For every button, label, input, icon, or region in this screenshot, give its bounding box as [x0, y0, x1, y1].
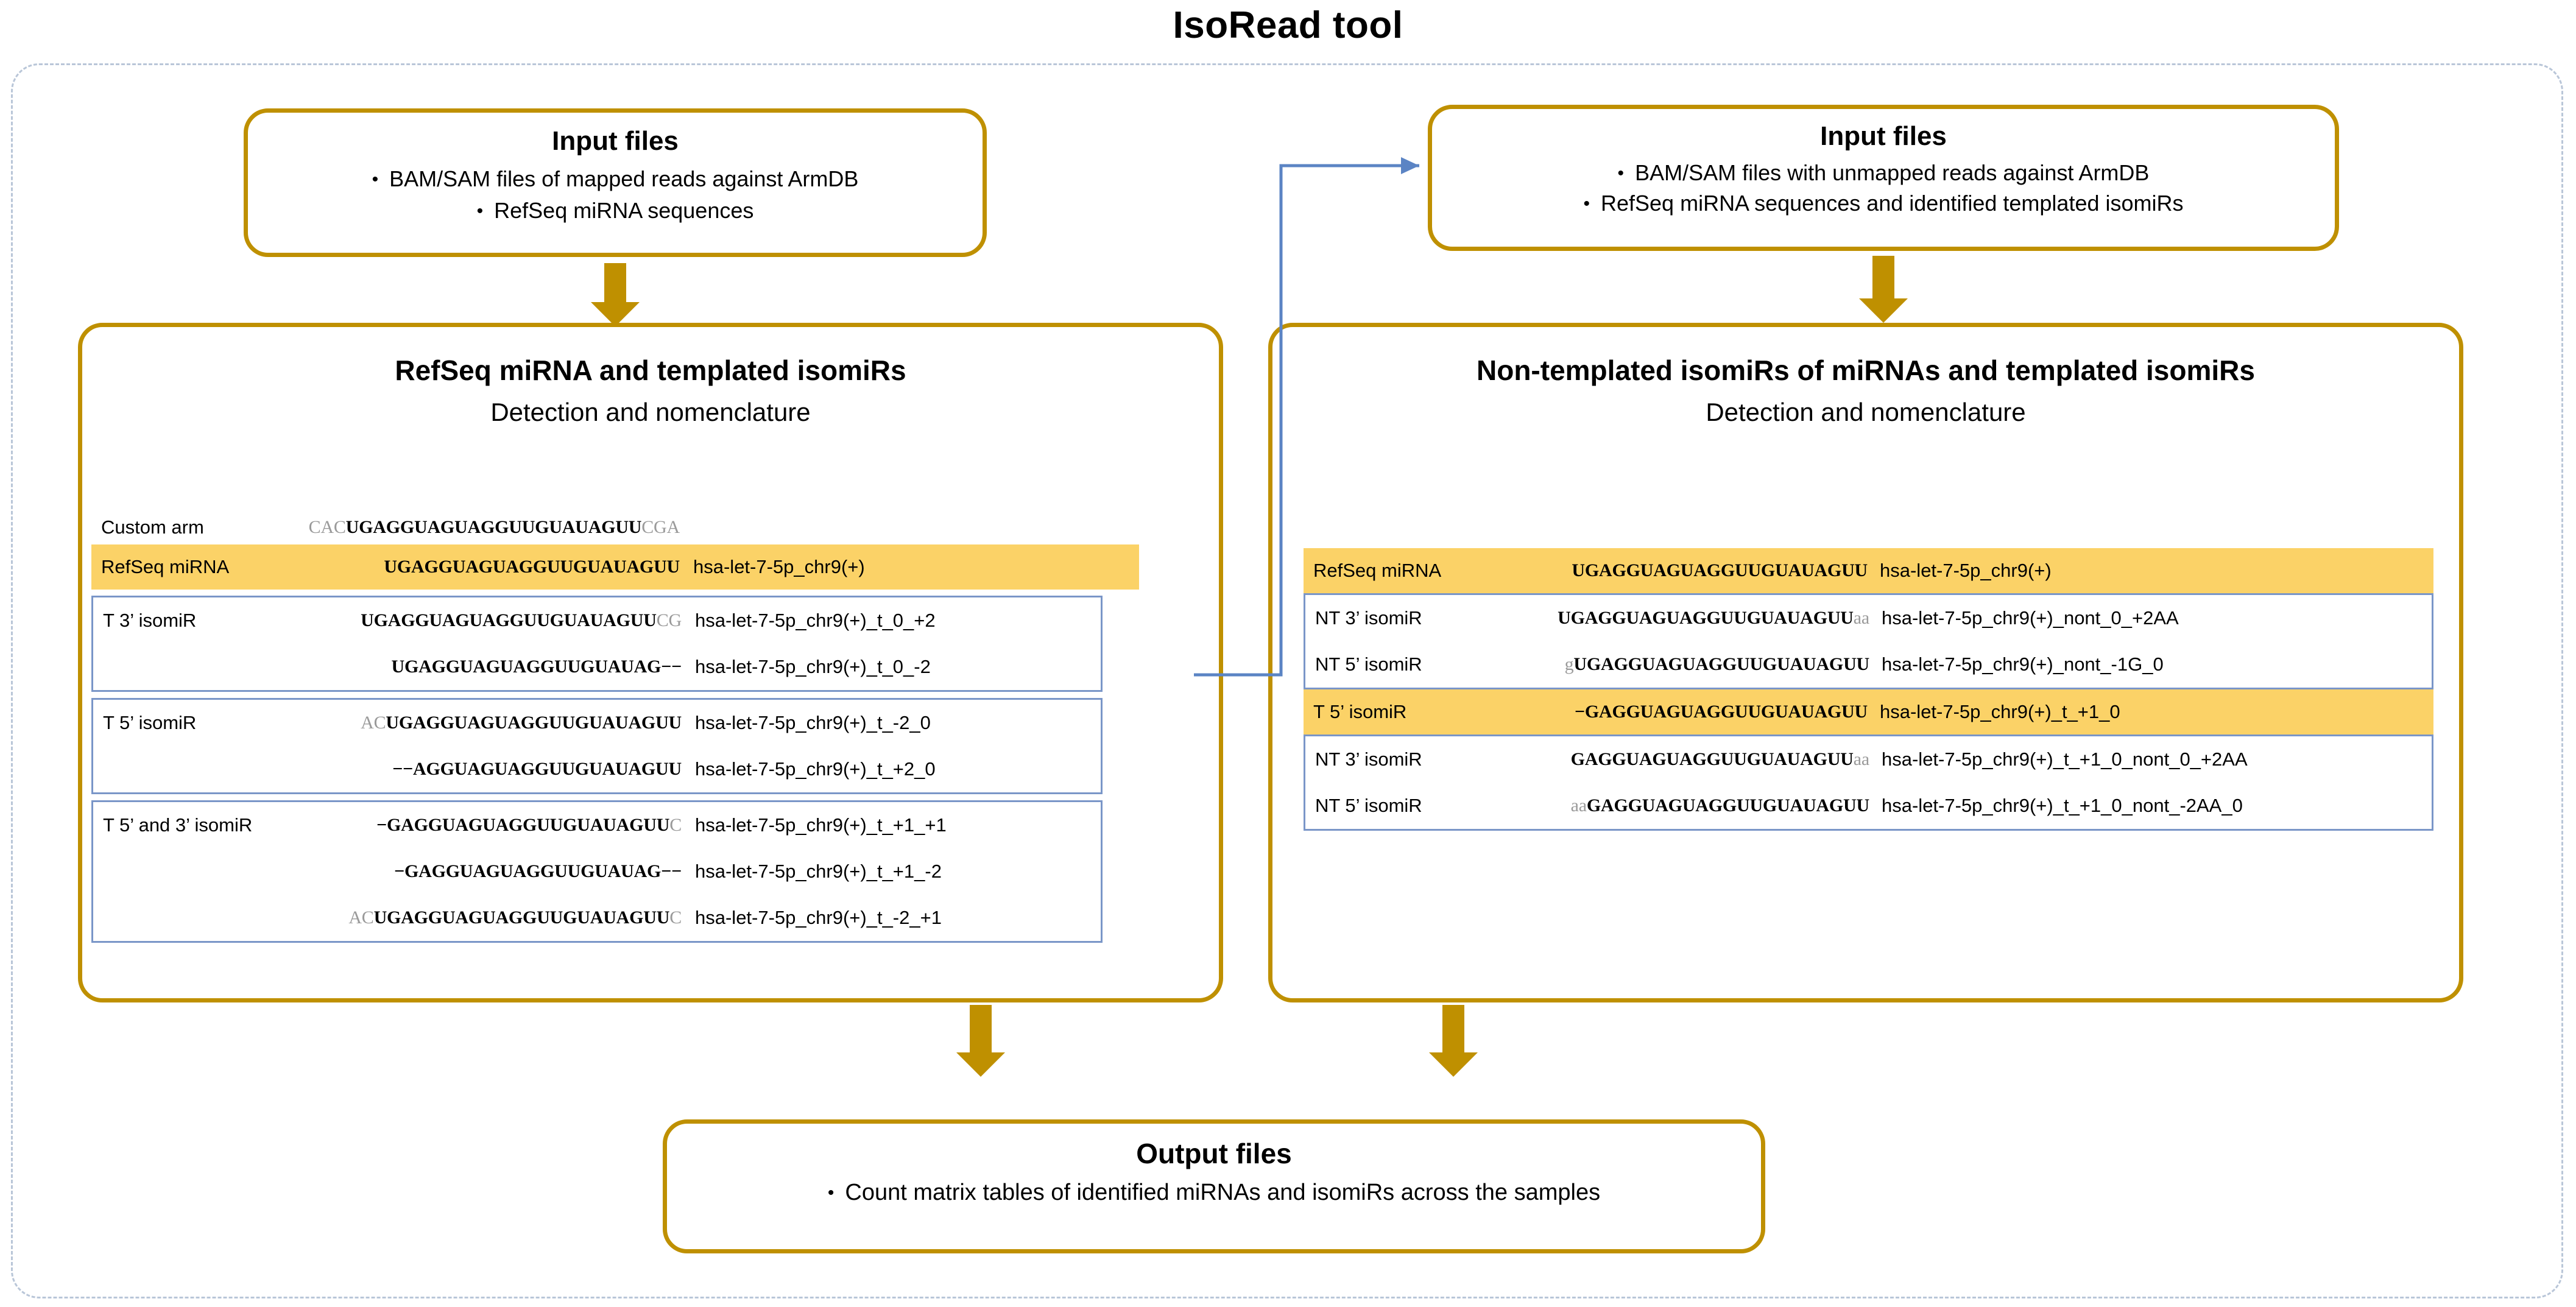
table-row: NT 5’ isomiR aaGAGGUAGUAGGUUGUAUAGUU hsa-l… — [1305, 783, 2432, 829]
row-label: NT 3’ isomiR — [1315, 607, 1422, 629]
row-label: Custom arm — [101, 516, 204, 538]
row-name: hsa-let-7-5p_chr9(+)_t_+1_+1 — [695, 814, 947, 836]
nontemplated-isomir-table: RefSeq miRNA UGAGGUAGUAGGUUGUAUAGUU hsa-le… — [1304, 548, 2461, 831]
table-row-highlight: T 5’ isomiR −GAGGUAGUAGGUUGUAUAGUU hsa-let… — [1304, 689, 2433, 735]
row-name: hsa-let-7-5p_chr9(+)_t_0_+2 — [695, 610, 936, 631]
input-files-box-left: Input files • BAM/SAM files of mapped re… — [244, 108, 987, 257]
arrow-input-right-to-panel-right — [1859, 256, 1908, 323]
row-name: hsa-let-7-5p_chr9(+)_t_-2_+1 — [695, 907, 942, 928]
input-left-bullet-2: • RefSeq miRNA sequences — [248, 198, 983, 224]
output-files-box: Output files • Count matrix tables of id… — [663, 1119, 1765, 1253]
row-sequence: ACUGAGGUAGUAGGUUGUAUAGUU — [361, 713, 682, 733]
input-left-bullet-1: • BAM/SAM files of mapped reads against … — [248, 166, 983, 192]
row-sequence: ACUGAGGUAGUAGGUUGUAUAGUUC — [348, 907, 682, 928]
table-row: UGAGGUAGUAGGUUGUAUAG−− hsa-let-7-5p_chr9(… — [93, 644, 1101, 690]
arrow-panel-left-to-output — [956, 1005, 1005, 1078]
table-row-highlight: RefSeq miRNA UGAGGUAGUAGGUUGUAUAGUU hsa-le… — [1304, 548, 2433, 593]
output-bullet-1: • Count matrix tables of identified miRN… — [667, 1180, 1761, 1206]
table-row-refseq: RefSeq miRNA UGAGGUAGUAGGUUGUAUAGUU hsa-le… — [91, 544, 1139, 590]
input-right-bullet-1-text: BAM/SAM files with unmapped reads agains… — [1635, 160, 2150, 185]
row-sequence: −−AGGUAGUAGGUUGUAUAGUU — [392, 759, 682, 779]
row-sequence: UGAGGUAGUAGGUUGUAUAGUUaa — [1558, 608, 1869, 628]
row-sequence: UGAGGUAGUAGGUUGUAUAGUU — [1572, 560, 1868, 580]
table-row: T 5’ and 3’ isomiR −GAGGUAGUAGGUUGUAUAGUU… — [93, 802, 1101, 848]
row-name: hsa-let-7-5p_chr9(+)_t_+1_0_nont_0_+2AA — [1882, 749, 2248, 770]
row-sequence: UGAGGUAGUAGGUUGUAUAG−− — [391, 657, 682, 677]
panel-left-subheading: Detection and nomenclature — [490, 398, 811, 426]
row-label: T 5’ and 3’ isomiR — [103, 814, 253, 836]
table-row: NT 5’ isomiR gUGAGGUAGUAGGUUGUAUAGUU hsa-l… — [1305, 641, 2432, 688]
input-left-heading: Input files — [552, 126, 679, 156]
isomir-group: T 5’ isomiR ACUGAGGUAGUAGGUUGUAUAGUU hsa-l… — [91, 698, 1103, 794]
row-name: hsa-let-7-5p_chr9(+) — [1880, 560, 2052, 581]
isomir-group: T 5’ and 3’ isomiR −GAGGUAGUAGGUUGUAUAGUU… — [91, 800, 1103, 943]
arrow-input-left-to-panel-left — [591, 263, 640, 326]
panel-left-heading: RefSeq miRNA and templated isomiRs — [395, 354, 906, 386]
row-label: T 5’ isomiR — [103, 712, 197, 733]
row-label: RefSeq miRNA — [101, 556, 230, 577]
row-sequence: aaGAGGUAGUAGGUUGUAUAGUU — [1570, 795, 1870, 816]
row-sequence: gUGAGGUAGUAGGUUGUAUAGUU — [1564, 654, 1870, 674]
page-title: IsoRead tool — [1173, 4, 1403, 46]
row-name: hsa-let-7-5p_chr9(+)_t_+1_0_nont_-2AA_0 — [1882, 795, 2243, 816]
row-sequence: −GAGGUAGUAGGUUGUAUAGUUC — [376, 815, 682, 835]
row-sequence: −GAGGUAGUAGGUUGUAUAGUU — [1574, 702, 1868, 722]
row-name: hsa-let-7-5p_chr9(+)_t_+1_0 — [1880, 701, 2120, 722]
arrow-panel-right-to-output — [1429, 1005, 1478, 1078]
panel-right-subheading: Detection and nomenclature — [1706, 398, 2026, 426]
row-sequence: −GAGGUAGUAGGUUGUAUAG−− — [394, 861, 682, 881]
input-files-box-right: Input files • BAM/SAM files with unmappe… — [1428, 105, 2339, 251]
output-heading: Output files — [1136, 1138, 1292, 1169]
diagram-outer-border — [11, 63, 2563, 1298]
row-name: hsa-let-7-5p_chr9(+)_t_-2_0 — [695, 712, 931, 733]
input-left-bullet-1-text: BAM/SAM files of mapped reads against Ar… — [389, 166, 859, 191]
input-right-bullet-2: • RefSeq miRNA sequences and identified … — [1432, 191, 2335, 216]
row-sequence: GAGGUAGUAGGUUGUAUAGUUaa — [1570, 749, 1870, 769]
input-right-heading: Input files — [1820, 121, 1947, 151]
row-name: hsa-let-7-5p_chr9(+)_nont_0_+2AA — [1882, 607, 2179, 629]
row-sequence: UGAGGUAGUAGGUUGUAUAGUUCG — [361, 610, 682, 630]
row-name: hsa-let-7-5p_chr9(+) — [693, 556, 865, 577]
row-name: hsa-let-7-5p_chr9(+)_t_+2_0 — [695, 758, 936, 780]
table-row: T 5’ isomiR ACUGAGGUAGUAGGUUGUAUAGUU hsa-l… — [93, 700, 1101, 746]
table-row: −GAGGUAGUAGGUUGUAUAG−− hsa-let-7-5p_chr9(… — [93, 848, 1101, 895]
input-right-bullet-2-text: RefSeq miRNA sequences and identified te… — [1601, 191, 2184, 216]
isomir-group: T 3’ isomiR UGAGGUAGUAGGUUGUAUAGUUCG hsa-l… — [91, 596, 1103, 692]
isomir-group: NT 3’ isomiR GAGGUAGUAGGUUGUAUAGUUaa hsa-l… — [1304, 735, 2433, 831]
output-bullet-1-text: Count matrix tables of identified miRNAs… — [845, 1180, 1601, 1205]
row-label: NT 5’ isomiR — [1315, 795, 1422, 816]
table-row: −−AGGUAGUAGGUUGUAUAGUU hsa-let-7-5p_chr9(… — [93, 746, 1101, 792]
table-row: Custom arm CACUGAGGUAGUAGGUUGUAUAGUUCGA — [91, 510, 1188, 544]
row-sequence: CACUGAGGUAGUAGGUUGUAUAGUUCGA — [308, 517, 680, 537]
row-label: T 5’ isomiR — [1313, 701, 1407, 722]
isomir-group: NT 3’ isomiR UGAGGUAGUAGGUUGUAUAGUUaa hsa-… — [1304, 593, 2433, 689]
row-label: NT 3’ isomiR — [1315, 749, 1422, 770]
row-sequence: UGAGGUAGUAGGUUGUAUAGUU — [384, 557, 680, 577]
row-name: hsa-let-7-5p_chr9(+)_t_+1_-2 — [695, 861, 942, 882]
templated-isomir-table: Custom arm CACUGAGGUAGUAGGUUGUAUAGUUCGA Re… — [91, 510, 1188, 943]
input-right-bullet-1: • BAM/SAM files with unmapped reads agai… — [1432, 160, 2335, 186]
row-label: T 3’ isomiR — [103, 610, 197, 631]
row-name: hsa-let-7-5p_chr9(+)_nont_-1G_0 — [1882, 654, 2164, 675]
table-row: NT 3’ isomiR GAGGUAGUAGGUUGUAUAGUUaa hsa-l… — [1305, 736, 2432, 783]
table-row: ACUGAGGUAGUAGGUUGUAUAGUUC hsa-let-7-5p_ch… — [93, 895, 1101, 941]
table-row: NT 3’ isomiR UGAGGUAGUAGGUUGUAUAGUUaa hsa-… — [1305, 595, 2432, 641]
bullet-dot-icon: • — [372, 169, 379, 189]
bullet-dot-icon: • — [476, 201, 484, 221]
table-row: T 3’ isomiR UGAGGUAGUAGGUUGUAUAGUUCG hsa-l… — [93, 597, 1101, 644]
panel-right-heading: Non-templated isomiRs of miRNAs and temp… — [1477, 354, 2255, 386]
bullet-dot-icon: • — [1617, 163, 1625, 183]
bullet-dot-icon: • — [1583, 194, 1590, 214]
input-left-bullet-2-text: RefSeq miRNA sequences — [494, 198, 754, 223]
row-label: NT 5’ isomiR — [1315, 654, 1422, 675]
row-name: hsa-let-7-5p_chr9(+)_t_0_-2 — [695, 656, 931, 677]
bullet-dot-icon: • — [827, 1183, 835, 1203]
row-label: RefSeq miRNA — [1313, 560, 1442, 581]
